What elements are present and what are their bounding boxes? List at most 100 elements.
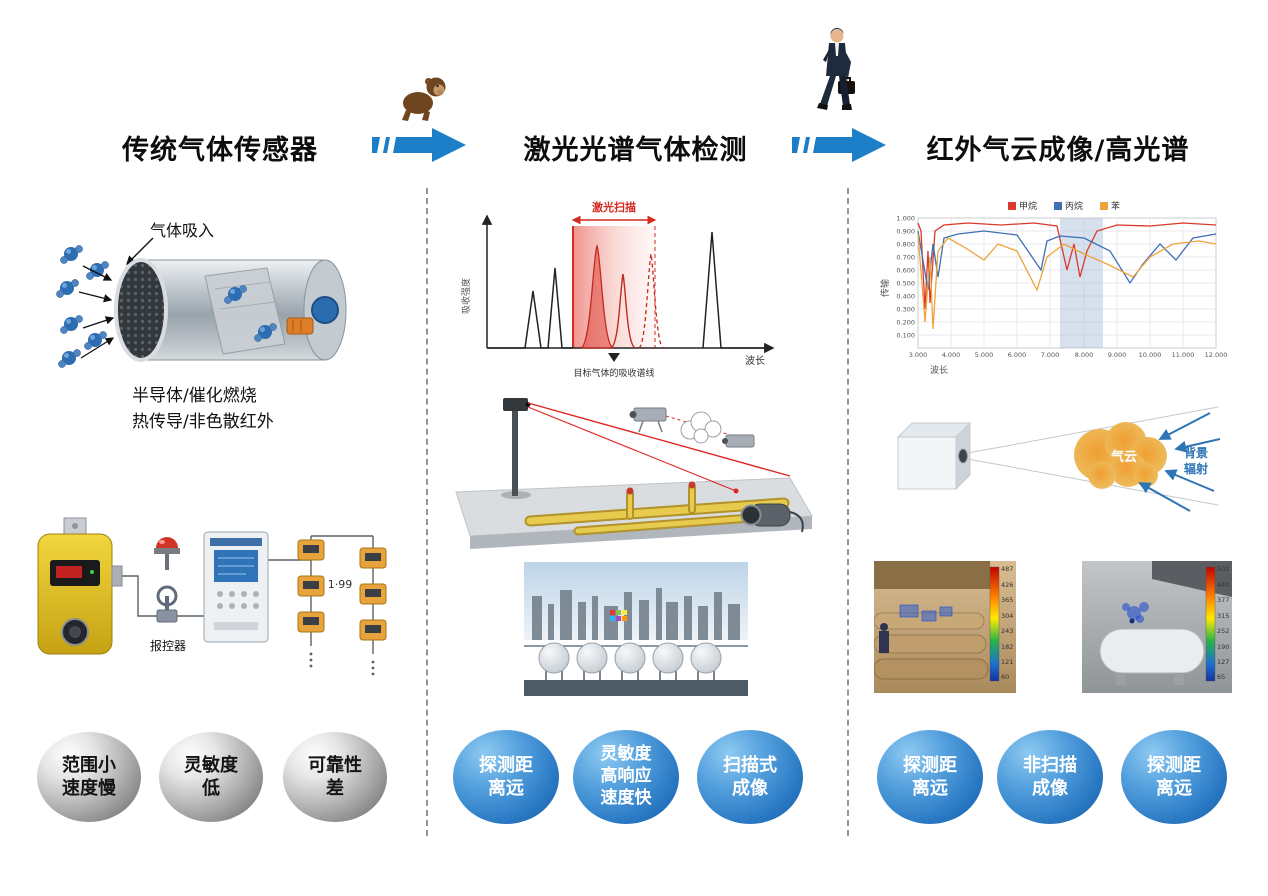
- svg-text:65: 65: [1217, 673, 1225, 681]
- pipe-rack-structure: [874, 561, 990, 589]
- gas-cloud-imaging-diagram: 气云 背景 辐射: [896, 406, 1221, 512]
- svg-text:12.000: 12.000: [1205, 351, 1228, 359]
- svg-text:252: 252: [1217, 627, 1229, 635]
- svg-text:1.000: 1.000: [896, 215, 915, 223]
- laser-peak-dashed: [638, 253, 664, 349]
- svg-text:60: 60: [1001, 673, 1009, 681]
- bubble-line: 高响应: [600, 766, 652, 787]
- svg-text:377: 377: [1217, 596, 1229, 604]
- svg-text:3.000: 3.000: [909, 351, 928, 359]
- controller-label: 报控器: [150, 638, 186, 653]
- series-methane: [917, 222, 1217, 310]
- valve: [156, 585, 178, 623]
- y-tick-labels: 1.000 0.900 0.800 0.700 0.600 0.500 0.40…: [896, 215, 915, 340]
- laser-pole: [512, 408, 518, 496]
- thermal-scale-labels: 487 426 365 304 243 182 121 60: [1001, 565, 1013, 681]
- spectrum-x-axis-label: 波长: [745, 354, 765, 367]
- column-divider-1: [426, 188, 428, 836]
- legend-label-methane: 甲烷: [1019, 200, 1037, 212]
- svg-text:10.000: 10.000: [1139, 351, 1162, 359]
- spectrum-left-peaks: [487, 267, 573, 349]
- bubble-line: 探测距: [1147, 754, 1201, 776]
- svg-text:4.000: 4.000: [942, 351, 961, 359]
- laser-scan-label: 激光扫描: [592, 200, 636, 214]
- tech-line-1: 半导体/催化燃烧: [132, 386, 257, 406]
- advantage-bubble-distance: 探测距 离远: [453, 730, 559, 824]
- spectrum-y-axis-label: 吸收强度: [460, 278, 472, 314]
- remote-detector-a: [629, 407, 667, 433]
- walking-person-icon: [817, 27, 855, 110]
- svg-text:0.900: 0.900: [896, 228, 915, 236]
- series-propane: [917, 230, 1217, 291]
- svg-text:0.400: 0.400: [896, 293, 915, 301]
- sensor-cylinder: [114, 258, 347, 362]
- bubble-line: 低: [202, 778, 220, 799]
- svg-text:0.600: 0.600: [896, 267, 915, 275]
- bubble-line: 探测距: [903, 754, 957, 776]
- svg-text:11.000: 11.000: [1172, 351, 1195, 359]
- gas-cloud: 气云: [1074, 422, 1167, 489]
- limitation-bubble-sensitivity: 灵敏度 低: [159, 732, 263, 822]
- svg-text:0.100: 0.100: [896, 332, 915, 340]
- detector-count-label: 1·99: [328, 578, 353, 591]
- chart-legend: 甲烷 丙烷 苯: [1008, 200, 1120, 212]
- bubble-line: 离远: [1156, 778, 1192, 799]
- background-radiation-label-2: 辐射: [1184, 461, 1208, 476]
- bubble-line: 成像: [732, 778, 768, 799]
- transmission-y-label: 传输: [879, 279, 891, 297]
- laser-peak-outline: [610, 273, 636, 349]
- detector-chain: [297, 539, 387, 676]
- advantage-bubble-nonscanning: 非扫描 成像: [997, 730, 1103, 824]
- laser-beams: [527, 402, 791, 494]
- bubble-line: 可靠性: [308, 754, 362, 776]
- spectrum-right-peak: [702, 231, 767, 349]
- limitation-bubble-range: 范围小 速度慢: [37, 732, 141, 822]
- intake-arrows: [78, 265, 115, 359]
- remote-detector-b: [722, 434, 755, 448]
- column-title-infrared: 红外气云成像/高光谱: [926, 135, 1190, 166]
- svg-text:5.000: 5.000: [975, 351, 994, 359]
- limitation-bubble-reliability: 可靠性 差: [283, 732, 387, 822]
- svg-text:304: 304: [1001, 612, 1013, 620]
- svg-text:121: 121: [1001, 658, 1013, 666]
- bubble-line: 离远: [912, 778, 948, 799]
- refinery-photo: [524, 562, 748, 696]
- background-radiation-label-1: 背景: [1184, 445, 1208, 460]
- bubble-line: 成像: [1032, 778, 1068, 799]
- svg-text:440: 440: [1217, 581, 1229, 589]
- gas-molecules: [56, 245, 109, 368]
- transmission-x-label: 波长: [930, 364, 948, 376]
- series-benzene: [917, 233, 1217, 330]
- spherical-tanks: [538, 642, 722, 682]
- bubble-line: 扫描式: [723, 754, 777, 776]
- svg-text:7.000: 7.000: [1041, 351, 1060, 359]
- tech-line-2: 热传导/非色散红外: [132, 411, 274, 432]
- alarm-beacon: [154, 537, 180, 570]
- gas-leak-overlays: [899, 604, 953, 622]
- svg-text:365: 365: [1001, 596, 1013, 604]
- monkey-icon: [402, 77, 446, 121]
- svg-text:487: 487: [1001, 565, 1013, 573]
- thermal-colorbar: [989, 566, 1000, 682]
- svg-text:190: 190: [1217, 643, 1229, 651]
- transmission-spectra-chart: 甲烷 丙烷 苯 1.000 0.900 0.800 0.700 0.600 0.…: [879, 200, 1228, 376]
- target-gas-annotation: 目标气体的吸收谱线: [573, 367, 654, 379]
- alarm-controller: [203, 531, 269, 643]
- person-silhouette: [879, 623, 889, 653]
- bubble-line: 灵敏度: [600, 744, 652, 765]
- pipes: [874, 612, 989, 680]
- ir-camera-device: [740, 503, 804, 533]
- svg-text:315: 315: [1217, 612, 1229, 620]
- x-tick-labels: 3.000 4.000 5.000 6.000 7.000 8.000 9.00…: [909, 351, 1228, 359]
- plant-structures: [532, 588, 740, 640]
- highlight-band: [1060, 218, 1103, 348]
- sensor-technology-text: 半导体/催化燃烧 热传导/非色散红外: [132, 384, 274, 435]
- photo-color-markers: [610, 610, 627, 621]
- svg-text:0.700: 0.700: [896, 254, 915, 262]
- gas-pipes: [524, 481, 790, 536]
- column-title-laser: 激光光谱气体检测: [523, 135, 748, 166]
- column-title-traditional: 传统气体传感器: [122, 135, 318, 166]
- bubble-line: 范围小: [62, 754, 116, 776]
- background-radiation-arrows: [1138, 412, 1221, 512]
